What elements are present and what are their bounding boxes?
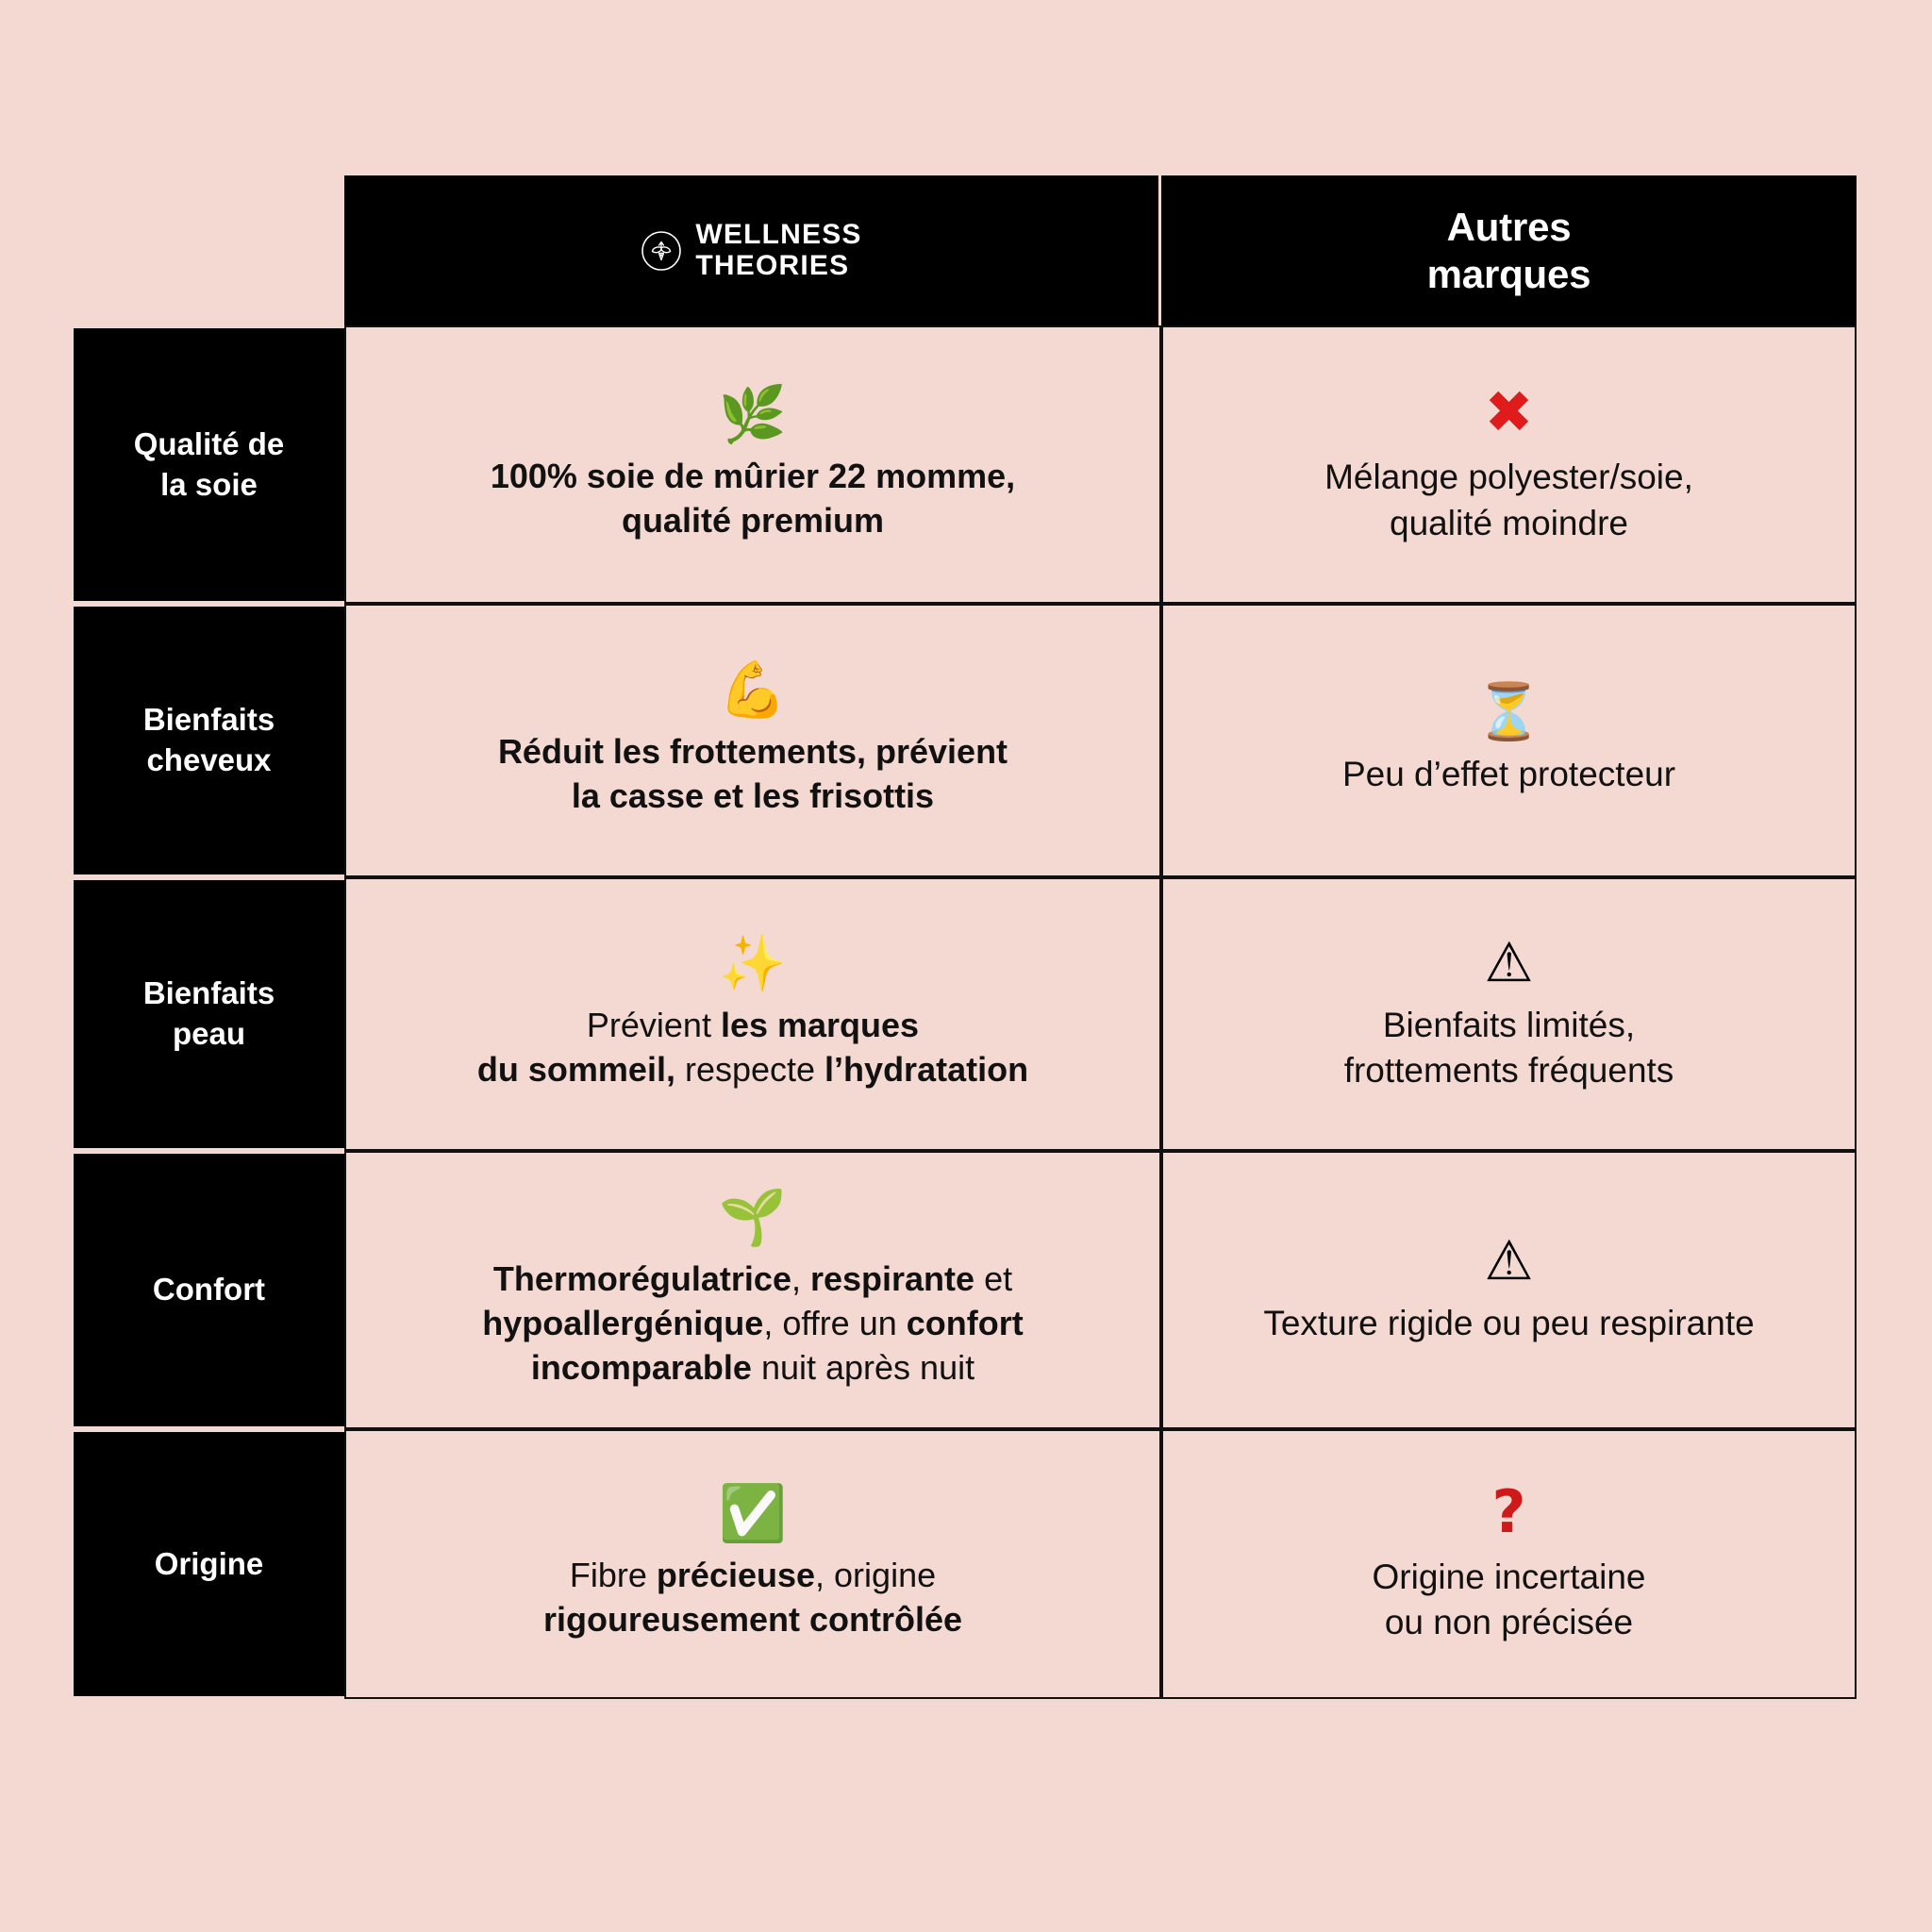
text-line-2: ou non précisée <box>1384 1603 1634 1641</box>
text-line-2: frottements fréquents <box>1343 1051 1674 1090</box>
text-line-2: hypoallergénique, offre un confort <box>482 1302 1023 1346</box>
header-brand-column: WELLNESS THEORIES <box>344 175 1161 325</box>
text-regular: et <box>974 1259 1013 1299</box>
row-label-line-1: Confort <box>152 1272 266 1307</box>
text-line-3: incomparable nuit après nuit <box>482 1346 1023 1391</box>
bee-emblem-icon <box>641 230 682 271</box>
text-line-1: Bienfaits limités, <box>1382 1005 1636 1044</box>
row-label-line-1: Bienfaits <box>142 975 275 1011</box>
text-line-2: qualité premium <box>621 500 885 540</box>
cell-other-comfort-text: Texture rigide ou peu respirante <box>1263 1301 1754 1346</box>
herb-emoji: 🌿 <box>718 381 788 446</box>
text-bold: l’hydratation <box>824 1050 1029 1089</box>
header-other-brands-title: Autres marques <box>1427 204 1591 297</box>
text-regular: , offre un <box>763 1304 907 1343</box>
text-regular: , <box>791 1259 810 1299</box>
row-label-line-1: Qualité de <box>133 425 285 461</box>
row-label-hair-benefits: Bienfaits cheveux <box>74 604 344 877</box>
text-line-1: Origine incertaine <box>1372 1557 1646 1596</box>
row-label-line-1: Origine <box>154 1545 264 1581</box>
row-label-line-2: peau <box>172 1016 246 1051</box>
brand-lockup: WELLNESS THEORIES <box>641 219 862 281</box>
text-bold: respirante <box>809 1259 975 1299</box>
row-label-origin: Origine <box>74 1429 344 1699</box>
cell-brand-comfort-text: Thermorégulatrice, respirante et hypoall… <box>482 1257 1023 1390</box>
cell-brand-skin-benefits-text: Prévient les marques du sommeil, respect… <box>477 1004 1028 1092</box>
text-line-2: du sommeil, respecte l’hydratation <box>477 1048 1028 1092</box>
row-label-line-2: cheveux <box>146 742 272 777</box>
text-bold: les marques <box>720 1006 920 1045</box>
row-label-line-2: la soie <box>160 466 258 502</box>
cell-other-silk-quality-text: Mélange polyester/soie, qualité moindre <box>1324 455 1693 545</box>
cell-brand-origin-text: Fibre précieuse, origine rigoureusement … <box>543 1554 962 1642</box>
cell-other-hair-benefits-text: Peu d’effet protecteur <box>1342 752 1675 797</box>
text-bold: rigoureusement contrôlée <box>542 1600 963 1639</box>
hourglass-emoji: ⏳ <box>1474 678 1543 743</box>
cell-other-origin: ? Origine incertaine ou non précisée <box>1161 1429 1857 1699</box>
comparison-table: WELLNESS THEORIES Autres marques Qualité… <box>74 175 1857 1699</box>
cell-other-skin-benefits-text: Bienfaits limités, frottements fréquents <box>1344 1003 1674 1093</box>
check-mark-button-emoji: ✅ <box>718 1481 788 1546</box>
text-bold: incomparable <box>530 1347 752 1387</box>
cell-brand-silk-quality: 🌿 100% soie de mûrier 22 momme, qualité … <box>344 325 1161 604</box>
text-line-2: rigoureusement contrôlée <box>543 1598 962 1642</box>
text-bold: précieuse <box>656 1556 816 1595</box>
brand-wordmark: WELLNESS THEORIES <box>695 219 862 281</box>
row-label-skin-benefits: Bienfaits peau <box>74 877 344 1151</box>
text-bold: du sommeil, <box>476 1050 675 1089</box>
row-label-comfort: Confort <box>74 1151 344 1429</box>
text-line-2: qualité moindre <box>1390 503 1628 542</box>
brand-line-1: WELLNESS <box>695 219 862 251</box>
text-line-1: Mélange polyester/soie, <box>1324 458 1693 497</box>
text-line-1: Thermorégulatrice, respirante et <box>482 1257 1023 1302</box>
warning-emoji: ⚠ <box>1484 929 1534 994</box>
header-other-brands-column: Autres marques <box>1161 175 1857 325</box>
text-regular: , origine <box>815 1556 937 1595</box>
other-line-2: marques <box>1426 251 1591 296</box>
cell-brand-hair-benefits-text: Réduit les frottements, prévient la cass… <box>498 730 1008 819</box>
text-regular: nuit après nuit <box>751 1347 975 1387</box>
text-bold: hypoallergénique <box>482 1304 764 1343</box>
row-label-silk-quality: Qualité de la soie <box>74 325 344 604</box>
cell-brand-hair-benefits: 💪 Réduit les frottements, prévient la ca… <box>344 604 1161 877</box>
seedling-emoji: 🌱 <box>718 1185 788 1250</box>
text-regular: respecte <box>675 1050 825 1089</box>
header-corner-spacer <box>74 175 344 325</box>
cell-other-hair-benefits: ⏳ Peu d’effet protecteur <box>1161 604 1857 877</box>
row-label-line-1: Bienfaits <box>142 702 275 738</box>
text-line-1: Fibre précieuse, origine <box>543 1554 962 1598</box>
cell-brand-comfort: 🌱 Thermorégulatrice, respirante et hypoa… <box>344 1151 1161 1429</box>
text-regular: Fibre <box>569 1556 657 1595</box>
text-regular: Prévient <box>586 1006 721 1045</box>
flexed-biceps-emoji: 💪 <box>718 658 788 723</box>
cell-other-skin-benefits: ⚠ Bienfaits limités, frottements fréquen… <box>1161 877 1857 1151</box>
cell-other-comfort: ⚠ Texture rigide ou peu respirante <box>1161 1151 1857 1429</box>
cell-brand-silk-quality-text: 100% soie de mûrier 22 momme, qualité pr… <box>491 455 1015 543</box>
text-line-1: Prévient les marques <box>477 1004 1028 1048</box>
other-line-1: Autres <box>1446 204 1572 249</box>
text-bold: Thermorégulatrice <box>492 1259 791 1299</box>
cell-brand-skin-benefits: ✨ Prévient les marques du sommeil, respe… <box>344 877 1161 1151</box>
brand-line-2: THEORIES <box>695 249 850 281</box>
cell-brand-origin: ✅ Fibre précieuse, origine rigoureusemen… <box>344 1429 1161 1699</box>
warning-emoji: ⚠ <box>1484 1228 1534 1293</box>
text-line-1: Réduit les frottements, prévient <box>497 732 1008 772</box>
text-line-2: la casse et les frisottis <box>571 776 935 815</box>
text-bold: confort <box>906 1304 1024 1343</box>
cross-mark-emoji: ✖ <box>1484 377 1534 447</box>
cell-other-origin-text: Origine incertaine ou non précisée <box>1373 1555 1646 1645</box>
text-line-1: 100% soie de mûrier 22 momme, <box>490 456 1016 495</box>
sparkles-emoji: ✨ <box>718 931 788 996</box>
cell-other-silk-quality: ✖ Mélange polyester/soie, qualité moindr… <box>1161 325 1857 604</box>
text-line-1: Texture rigide ou peu respirante <box>1263 1304 1755 1343</box>
text-line-1: Peu d’effet protecteur <box>1341 754 1676 793</box>
question-mark-icon: ? <box>1491 1476 1526 1546</box>
